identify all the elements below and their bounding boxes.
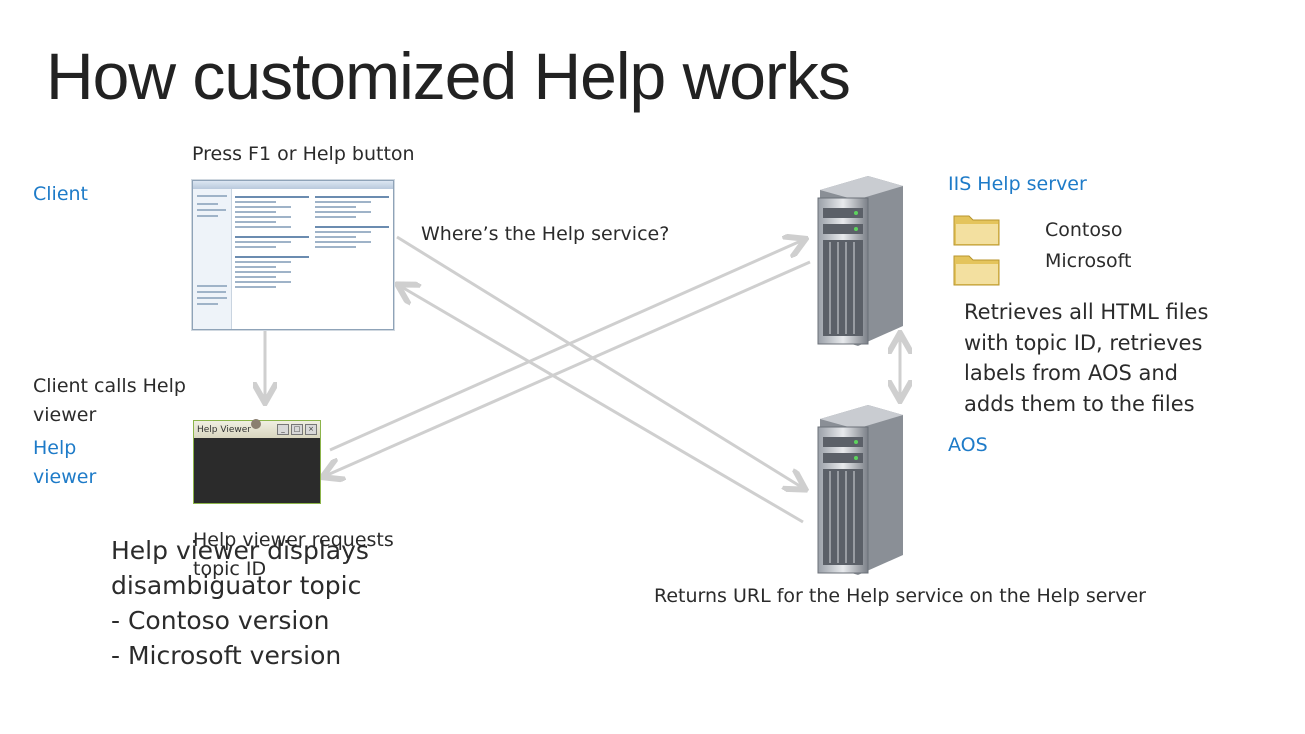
zone-aos-label: AOS (948, 434, 988, 456)
arrow-viewer-to-iis (329, 240, 803, 452)
folder-icon (953, 255, 1000, 286)
folder-label-microsoft: Microsoft (1045, 250, 1132, 272)
arrow-client-to-aos (396, 235, 803, 488)
zone-help-viewer-label: Help viewer (33, 437, 97, 488)
client-calls-label: Client calls Help viewer (33, 375, 186, 426)
displays-item-contoso: - Contoso version (111, 606, 330, 635)
minimize-icon: _ (277, 424, 289, 435)
press-f1-label: Press F1 or Help button (192, 143, 415, 165)
folder-icon (953, 215, 1000, 246)
server-icon (817, 405, 903, 575)
help-viewer-title: Help Viewer (197, 424, 251, 435)
displays-title: Help viewer displays disambiguator topic (111, 536, 369, 600)
arrow-aos-to-client (400, 286, 804, 524)
arrow-iis-to-viewer (325, 260, 811, 476)
displays-item-microsoft: - Microsoft version (111, 641, 342, 670)
zone-client-label: Client (33, 183, 89, 205)
app-window-screenshot (192, 180, 394, 330)
maximize-icon: □ (291, 424, 303, 435)
where-service-label: Where’s the Help service? (421, 223, 670, 245)
zone-iis-label: IIS Help server (948, 173, 1087, 195)
displays-block: Help viewer displays disambiguator topic… (111, 533, 411, 673)
returns-url-label: Returns URL for the Help service on the … (654, 585, 1146, 607)
retrieves-label: Retrieves all HTML files with topic ID, … (964, 300, 1209, 416)
close-icon: × (305, 424, 317, 435)
server-icon (817, 176, 903, 346)
requests-topic-label: Help viewer requests topic ID (193, 529, 394, 580)
folder-label-contoso: Contoso (1045, 219, 1123, 241)
cursor-dot-icon (251, 419, 261, 429)
page-title: How customized Help works (46, 39, 851, 113)
help-viewer-window: Help Viewer _ □ × (193, 420, 321, 504)
